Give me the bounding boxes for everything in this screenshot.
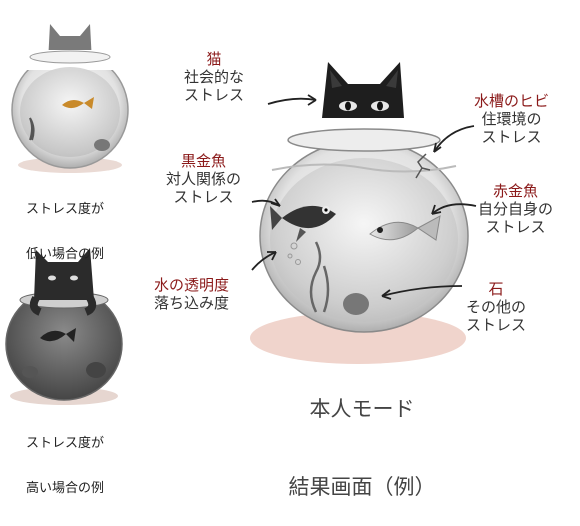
annotation-arrows: [251, 94, 477, 300]
black-fish-annotation: 黒金魚 対人関係の ストレス: [166, 152, 241, 206]
water-annotation: 水の透明度 落ち込み度: [154, 276, 229, 312]
result-line2: 結果画面（例）: [288, 475, 436, 499]
bowl-shadow: [250, 312, 466, 364]
crack-line1: 住環境の: [481, 110, 542, 128]
red-goldfish: [369, 215, 441, 241]
cat-line1: 社会的な: [184, 68, 245, 86]
crack-title: 水槽のヒビ: [474, 92, 550, 110]
red-fish-line1: 自分自身の: [478, 200, 554, 218]
stone-title: 石: [488, 280, 504, 298]
cat-annotation: 猫 社会的な ストレス: [184, 50, 244, 104]
high-stress-thumbnail: [5, 248, 123, 405]
water-line1: 落ち込み度: [154, 294, 230, 312]
stone: [343, 293, 369, 315]
crack-arrow: [433, 125, 475, 153]
water-title: 水の透明度: [154, 276, 230, 294]
stone-annotation: 石 その他の ストレス: [466, 280, 526, 334]
red-fish-arrow: [431, 203, 477, 215]
high-stress-caption: ストレス度が 高い場合の例: [26, 406, 104, 511]
result-caption: 本人モード 結果画面（例）: [272, 344, 452, 526]
goldfish-low: [62, 97, 94, 109]
cat-in-bowl: [34, 248, 94, 300]
stone-arrow: [381, 285, 463, 297]
cat-line2: ストレス: [184, 86, 245, 104]
result-line1: 本人モード: [309, 397, 415, 421]
main-fishbowl: [250, 62, 470, 364]
crack: [415, 153, 431, 179]
water-weed: [309, 241, 330, 313]
black-fish-line1: 対人関係の: [166, 170, 242, 188]
red-fish-title: 赤金魚: [493, 182, 539, 200]
low-stress-caption-line2: 低い場合の例: [26, 247, 105, 262]
cat-arrow: [267, 97, 317, 105]
low-stress-caption: ストレス度が 低い場合の例: [26, 172, 104, 277]
red-fish-annotation: 赤金魚 自分自身の ストレス: [478, 182, 553, 236]
crack-line2: ストレス: [481, 128, 542, 146]
black-fish-line2: ストレス: [173, 188, 234, 206]
black-goldfish: [270, 205, 336, 242]
stone-line2: ストレス: [466, 316, 527, 334]
cat-title: 猫: [206, 50, 222, 68]
bowl-rim: [287, 128, 441, 152]
high-stress-caption-line1: ストレス度が: [26, 436, 105, 451]
crack-annotation: 水槽のヒビ 住環境の ストレス: [474, 92, 549, 146]
black-fish-title: 黒金魚: [181, 152, 227, 170]
illustration: [5, 24, 477, 405]
high-stress-caption-line2: 高い場合の例: [26, 481, 105, 496]
low-stress-caption-line1: ストレス度が: [26, 202, 105, 217]
low-stress-thumbnail: [11, 24, 129, 173]
red-fish-line2: ストレス: [485, 218, 546, 236]
stone-line1: その他の: [466, 298, 527, 316]
water-arrow: [251, 251, 277, 271]
water: [270, 158, 458, 322]
